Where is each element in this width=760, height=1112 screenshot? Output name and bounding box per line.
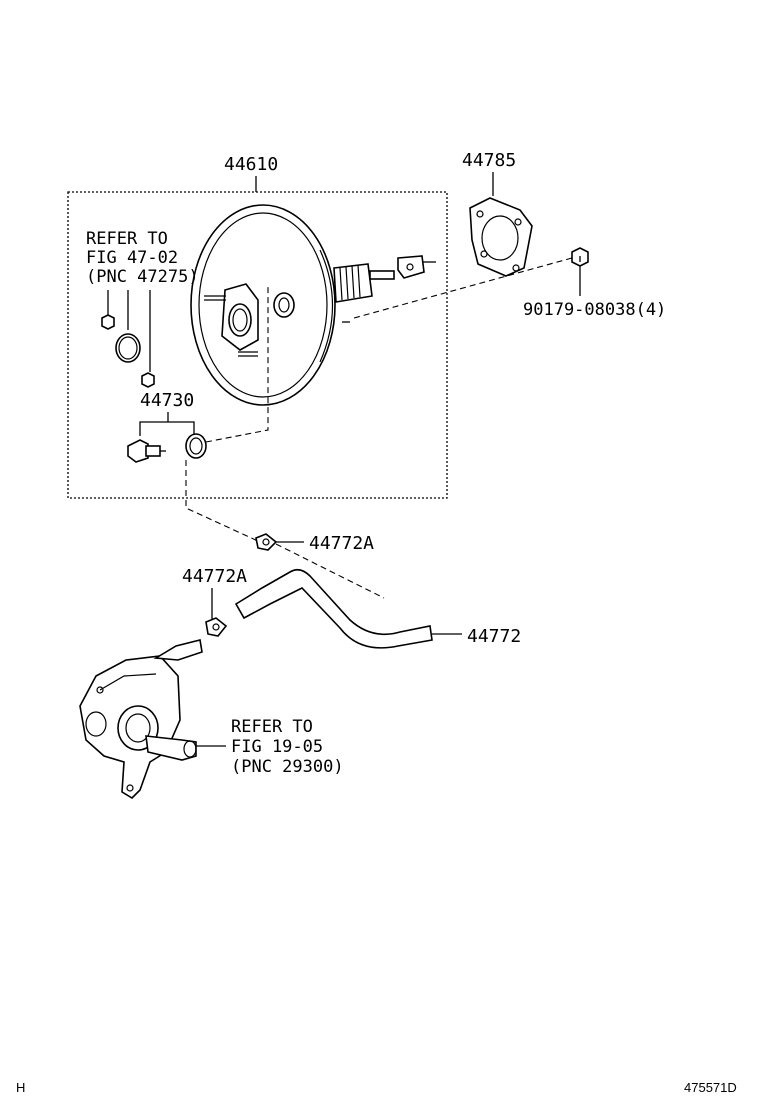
label-clip-upper[interactable]: 44772A (309, 533, 374, 554)
vacuum-pump[interactable] (79, 639, 203, 800)
vacuum-hose-44772[interactable] (234, 568, 433, 649)
label-clip-lower[interactable]: 44772A (182, 566, 247, 587)
label-90179[interactable]: 90179-08038(4) (523, 300, 666, 320)
gasket-44785[interactable] (469, 197, 533, 277)
check-valve-44730[interactable] (127, 433, 207, 463)
leader-44730 (139, 412, 195, 436)
clip-lower-44772a[interactable] (205, 617, 228, 637)
corner-mark-left: H (16, 1080, 25, 1095)
label-44785[interactable]: 44785 (462, 150, 516, 171)
bolt-90179[interactable] (571, 247, 589, 267)
refer-pump-line1: REFER TO (231, 717, 313, 737)
refer-booster-line2: FIG 47-02 (86, 248, 178, 268)
label-44730[interactable]: 44730 (140, 390, 194, 411)
label-44610[interactable]: 44610 (224, 154, 278, 175)
dashed-link-clip (185, 460, 261, 543)
refer-booster-line3: (PNC 47275) (86, 267, 199, 287)
refer-booster-line1: REFER TO (86, 229, 168, 249)
dashed-link-valve (205, 284, 269, 443)
dashed-link-bolt (353, 257, 573, 319)
dashed-link-hose (275, 543, 385, 599)
refer-parts-group[interactable] (101, 314, 155, 388)
clip-upper-44772a[interactable] (255, 533, 278, 551)
brake-booster[interactable] (190, 204, 436, 406)
label-44772[interactable]: 44772 (467, 626, 521, 647)
refer-pump-line3: (PNC 29300) (231, 757, 344, 777)
diagram-id: 475571D (684, 1080, 737, 1095)
refer-pump-line2: FIG 19-05 (231, 737, 323, 757)
assembly-frame (67, 191, 448, 499)
